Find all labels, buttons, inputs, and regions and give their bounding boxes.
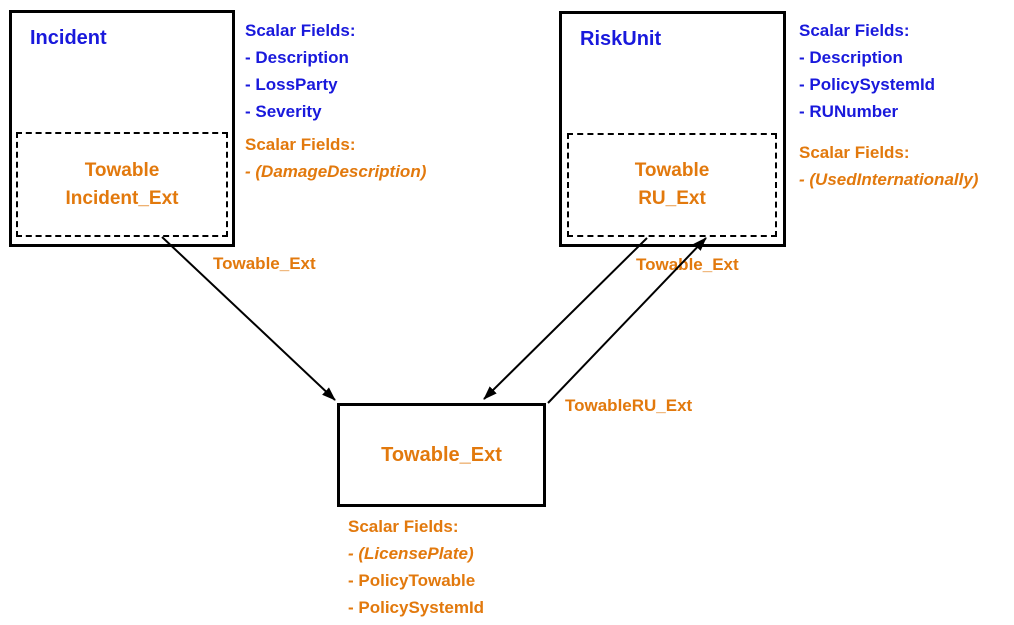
edge-label-towable-riskunit: TowableRU_Ext (565, 396, 693, 415)
field-item: - Description (245, 48, 349, 67)
field-item: - LossParty (245, 75, 338, 94)
riskunit-base-fields: Scalar Fields: - Description - PolicySys… (799, 17, 935, 125)
towable-ext-fields: Scalar Fields: - (LicensePlate) - Policy… (348, 513, 484, 621)
incident-entity-box: Incident Towable Incident_Ext (9, 10, 235, 247)
riskunit-ext-label-line2: RU_Ext (638, 188, 706, 209)
riskunit-ext-label-line1: Towable (634, 160, 710, 181)
incident-base-fields: Scalar Fields: - Description - LossParty… (245, 17, 356, 125)
field-item: - PolicySystemId (799, 75, 936, 94)
towable-ext-entity-box: Towable_Ext (337, 403, 546, 507)
incident-ext-label-line2: Incident_Ext (65, 187, 179, 209)
towable-ext-title: Towable_Ext (381, 443, 502, 466)
fields-heading: Scalar Fields: (245, 135, 356, 154)
riskunit-ext-box: Towable RU_Ext (567, 133, 777, 237)
fields-heading: Scalar Fields: (799, 21, 910, 40)
arrow-riskunit-to-towable (483, 237, 648, 400)
riskunit-entity-box: RiskUnit Towable RU_Ext (559, 11, 786, 247)
riskunit-title: RiskUnit (580, 28, 662, 50)
incident-title: Incident (30, 27, 107, 49)
riskunit-ext-fields: Scalar Fields: - (UsedInternationally) (799, 139, 978, 193)
fields-heading: Scalar Fields: (348, 517, 459, 536)
field-item: - (LicensePlate) (348, 544, 474, 563)
fields-heading: Scalar Fields: (799, 143, 910, 162)
field-item: - Severity (245, 102, 322, 121)
field-item: - PolicyTowable (348, 571, 476, 590)
edge-label-incident-towable: Towable_Ext (213, 254, 316, 273)
incident-ext-box: Towable Incident_Ext (16, 132, 228, 237)
edge-label-riskunit-towable: Towable_Ext (636, 255, 739, 274)
field-item: - PolicySystemId (348, 598, 485, 617)
field-item: - (UsedInternationally) (799, 170, 979, 189)
incident-ext-label-line1: Towable (84, 159, 160, 181)
field-item: - RUNumber (799, 102, 899, 121)
field-item: - (DamageDescription) (245, 162, 427, 181)
fields-heading: Scalar Fields: (245, 21, 356, 40)
field-item: - Description (799, 48, 903, 67)
incident-ext-fields: Scalar Fields: - (DamageDescription) (245, 131, 426, 185)
